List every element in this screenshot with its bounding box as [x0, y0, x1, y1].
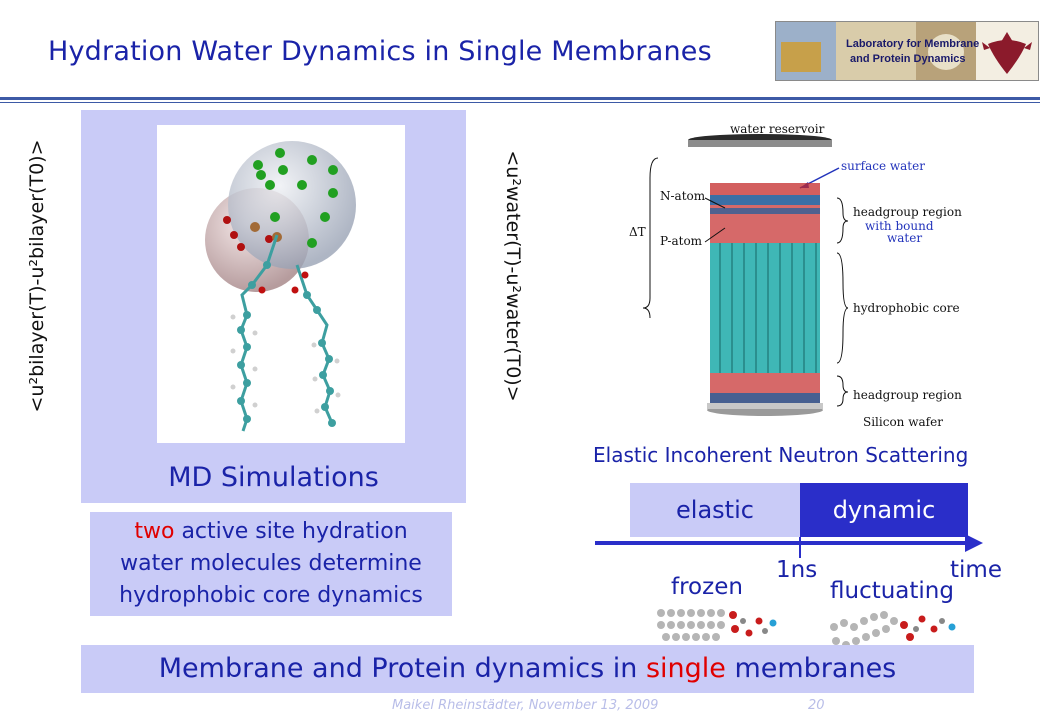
lipid-molecule-svg [205, 141, 356, 432]
membrane-stack-diagram: water reservoir surface water ΔT N-atom … [625, 118, 990, 436]
hydration-line-1: two active site hydration [90, 516, 452, 548]
elastic-label: elastic [676, 496, 754, 524]
dynamic-label: dynamic [832, 496, 936, 524]
bottom-summary-bar: Membrane and Protein dynamics in single … [81, 645, 974, 693]
label-water-reservoir: water reservoir [730, 122, 825, 136]
label-p-atom: P-atom [660, 234, 703, 248]
label-silicon-wafer: Silicon wafer [863, 415, 943, 429]
membrane-stack-svg: water reservoir surface water ΔT N-atom … [629, 122, 962, 429]
highlight-two: two [134, 519, 175, 544]
logo-text-2: and Protein Dynamics [850, 53, 966, 65]
header-rule-thin [0, 102, 1040, 103]
md-molecule-image [157, 125, 405, 443]
frozen-label: frozen [671, 574, 743, 600]
label-headgroup-bottom: headgroup region [853, 388, 962, 402]
lab-logo: Laboratory for Membrane and Protein Dyna… [775, 21, 1039, 81]
logo-text-1: Laboratory for Membrane [846, 38, 979, 50]
elastic-box [630, 483, 800, 537]
slide-title: Hydration Water Dynamics in Single Membr… [48, 36, 712, 67]
footer-page-number: 20 [808, 698, 825, 713]
hydration-note: two active site hydration water molecule… [90, 512, 452, 616]
tick-1ns: 1ns [776, 557, 818, 583]
summary-highlight: single [645, 653, 726, 684]
time-axis-arrow [595, 528, 985, 558]
label-surface-water: surface water [841, 159, 925, 173]
eins-title: Elastic Incoherent Neutron Scattering [593, 443, 969, 467]
md-caption: MD Simulations [168, 462, 379, 493]
summary-prefix: Membrane and Protein dynamics in [158, 653, 646, 684]
label-delta-t: ΔT [629, 225, 646, 239]
frozen-lipid-svg [657, 609, 777, 641]
summary-suffix: membranes [725, 653, 897, 684]
y-axis-label-water: <u²water(T)-u²water(T0)> [502, 150, 524, 402]
logo-collage: Laboratory for Membrane and Protein Dyna… [776, 22, 1038, 80]
hydration-line-1-rest: active site hydration [174, 519, 408, 544]
header-rule [0, 97, 1040, 100]
fluctuating-label: fluctuating [830, 578, 954, 604]
label-n-atom: N-atom [660, 189, 706, 203]
hydration-line-2: water molecules determine [120, 551, 422, 576]
dynamic-box [800, 483, 968, 537]
label-headgroup-top: headgroup region [853, 205, 962, 219]
label-hydrophobic-core: hydrophobic core [853, 301, 960, 315]
footer-author-date: Maikel Rheinstädter, November 13, 2009 [392, 698, 659, 713]
hydration-line-3: hydrophobic core dynamics [119, 583, 423, 608]
arrow-right-icon [595, 534, 983, 558]
y-axis-label-bilayer: <u²bilayer(T)-u²bilayer(T0)> [26, 139, 48, 413]
frozen-molecule-icon [655, 603, 780, 645]
label-water: water [887, 231, 922, 245]
axis-time-label: time [950, 557, 1002, 583]
label-with-bound: with bound [865, 219, 934, 233]
